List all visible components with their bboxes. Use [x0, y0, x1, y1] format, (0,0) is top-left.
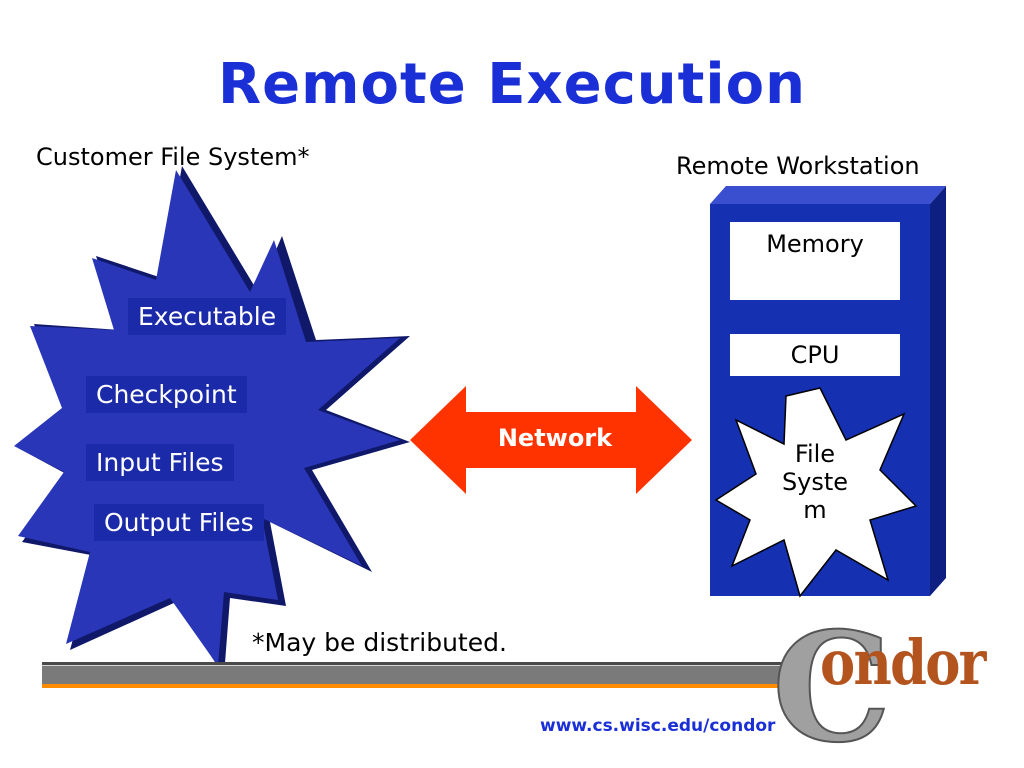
file-system-label: File Syste m — [760, 440, 870, 524]
workstation-top — [710, 186, 946, 204]
condor-logo-text: ondor — [820, 626, 986, 699]
file-system-line-2: Syste — [781, 468, 849, 496]
executable-label: Executable — [128, 298, 287, 335]
checkpoint-label: Checkpoint — [86, 376, 247, 413]
network-arrow[interactable] — [410, 386, 692, 494]
network-label: Network — [497, 424, 613, 452]
condor-logo-c: C — [772, 600, 891, 768]
file-system-line-1: File — [794, 440, 836, 468]
customer-file-system-label: Customer File System* — [36, 143, 310, 171]
output-files-label: Output Files — [94, 504, 264, 541]
cpu-box: CPU — [730, 334, 900, 376]
file-system-line-3: m — [803, 496, 827, 524]
remote-workstation-label: Remote Workstation — [676, 152, 920, 180]
file-system-starburst[interactable] — [714, 387, 918, 598]
footer-rule-highlight — [42, 684, 802, 688]
memory-box: Memory — [730, 222, 900, 300]
distributed-note: *May be distributed. — [252, 628, 507, 657]
condor-url-link[interactable]: www.cs.wisc.edu/condor — [540, 716, 776, 736]
input-files-label: Input Files — [86, 444, 234, 481]
slide-title: Remote Execution — [218, 52, 806, 117]
footer-rule — [42, 666, 802, 684]
footer-rule-top — [42, 662, 802, 665]
workstation-side — [930, 186, 946, 596]
customer-starburst — [14, 170, 400, 666]
